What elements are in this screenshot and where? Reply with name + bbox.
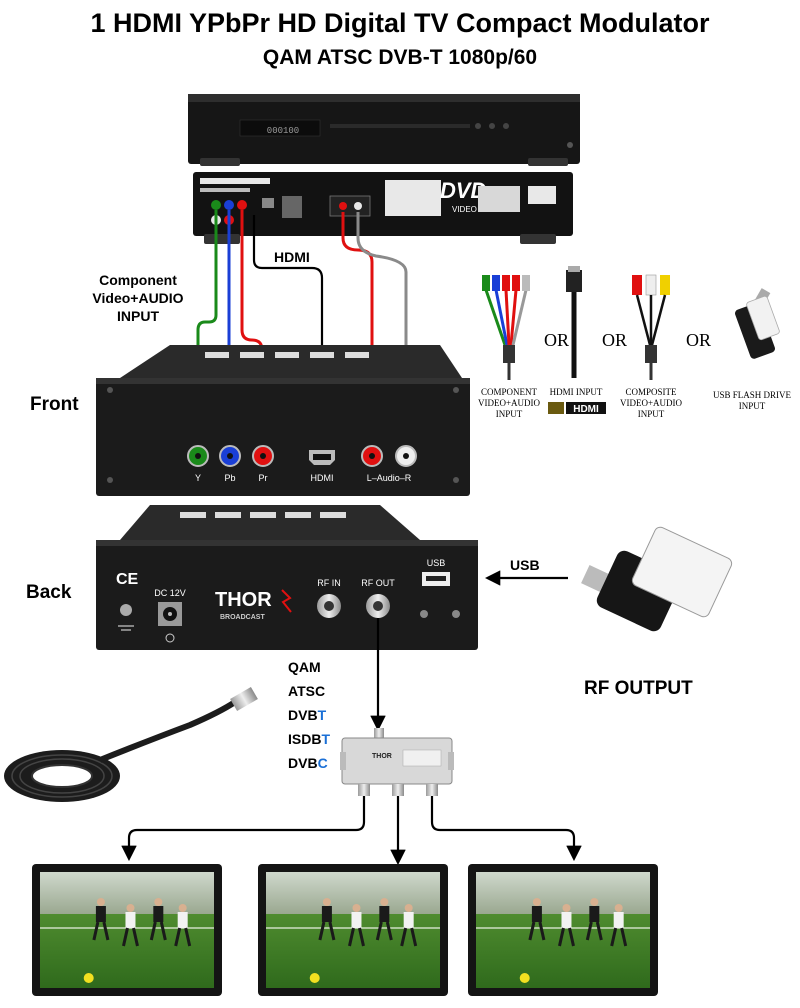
- coax-cable-coil: [4, 686, 258, 802]
- standard-item: DVBT: [288, 707, 327, 723]
- cable-gray-audio-r: [356, 212, 415, 440]
- input-label-line-1: Component: [99, 272, 177, 288]
- usb-option-line-2: INPUT: [739, 401, 766, 411]
- rf-output-label: RF OUTPUT: [584, 678, 693, 699]
- splitter-brand: THOR: [372, 753, 392, 760]
- dvd-player-rear: DVD VIDEO: [193, 172, 573, 244]
- hdmi-option-line-1: HDMI INPUT: [550, 387, 603, 397]
- screw: [452, 610, 460, 618]
- ground-screw-icon: [118, 604, 134, 631]
- or-separator-3: OR: [686, 330, 711, 350]
- usb-port-label: USB: [427, 558, 446, 568]
- standard-item: ISDBT: [288, 731, 330, 747]
- input-label-line-2: Video+AUDIO: [92, 290, 183, 306]
- tv-screen: [468, 864, 658, 996]
- ce-mark: CE: [116, 571, 139, 588]
- cable-hdmi: [252, 215, 330, 452]
- port-label-hdmi: HDMI: [311, 473, 334, 483]
- port-label-pr: Pr: [259, 473, 268, 483]
- dc-power-jack: [158, 602, 182, 643]
- rf-out-label: RF OUT: [361, 578, 395, 588]
- component-option-line-3: INPUT: [496, 409, 523, 419]
- port-label-audio: L–Audio–R: [367, 473, 412, 483]
- rf-in-label: RF IN: [317, 578, 341, 588]
- rf-in-port: [317, 594, 341, 618]
- port-pr: [252, 445, 274, 467]
- standard-item: QAM: [288, 659, 321, 675]
- port-pb: [219, 445, 241, 467]
- usb-drive-large-icon: [581, 526, 733, 632]
- splitter: THOR: [340, 728, 454, 796]
- title-line-1: 1 HDMI YPbPr HD Digital TV Compact Modul…: [90, 8, 710, 38]
- screw: [420, 610, 428, 618]
- composite-option-line-2: VIDEO+AUDIO: [620, 398, 683, 408]
- standards-list: QAM ATSC DVBT ISDBT DVBC: [288, 659, 330, 771]
- dvd-display: 000100: [267, 126, 299, 136]
- component-option-line-2: VIDEO+AUDIO: [478, 398, 541, 408]
- hdmi-cable-label: HDMI: [274, 249, 310, 265]
- hdmi-logo: HDMI: [548, 402, 606, 415]
- hdmi-cable-icon: [566, 266, 582, 378]
- dvd-player-front: 000100: [188, 94, 580, 166]
- cable-red-audio-l: [341, 212, 381, 440]
- cable-green-y: [189, 210, 218, 434]
- rf-out-port: [366, 594, 390, 618]
- composite-option-line-3: INPUT: [638, 409, 665, 419]
- usb-port: [422, 572, 450, 586]
- tv-screen: [32, 864, 222, 996]
- hdmi-logo-text: HDMI: [573, 404, 599, 415]
- modulator-front: [96, 345, 470, 496]
- component-option-line-1: COMPONENT: [481, 387, 538, 397]
- tv-group: [32, 864, 658, 996]
- port-label-y: Y: [195, 473, 201, 483]
- composite-cable-icon: [632, 274, 670, 380]
- port-hdmi: [309, 450, 335, 465]
- port-audio-r: [395, 445, 417, 467]
- input-label-line-3: INPUT: [117, 308, 159, 324]
- back-label: Back: [26, 582, 72, 603]
- tv-feed-line-1: [121, 796, 366, 862]
- usb-flash-drive-icon: [735, 288, 780, 359]
- usb-option-line-1: USB FLASH DRIVE: [713, 390, 792, 400]
- port-y: [187, 445, 209, 467]
- dc-label: DC 12V: [154, 588, 186, 598]
- port-audio-l: [361, 445, 383, 467]
- tv-feed-line-3: [430, 796, 582, 862]
- or-separator-1: OR: [544, 330, 569, 350]
- brand-sub: BROADCAST: [220, 614, 265, 621]
- component-cable-icon: [482, 275, 530, 380]
- standard-item: DVBC: [288, 755, 328, 771]
- tv-screen: [258, 864, 448, 996]
- modulator-back: [96, 505, 478, 650]
- brand-logo: THOR: [215, 589, 272, 611]
- dvd-logo-sub: VIDEO: [452, 205, 477, 214]
- composite-option-line-1: COMPOSITE: [625, 387, 677, 397]
- front-label: Front: [30, 394, 79, 415]
- title-line-2: QAM ATSC DVB-T 1080p/60: [263, 46, 537, 69]
- standard-item: ATSC: [288, 683, 325, 699]
- brand-bolt-icon: [281, 589, 292, 613]
- usb-arrow-label: USB: [510, 557, 540, 573]
- or-separator-2: OR: [602, 330, 627, 350]
- port-label-pb: Pb: [224, 473, 235, 483]
